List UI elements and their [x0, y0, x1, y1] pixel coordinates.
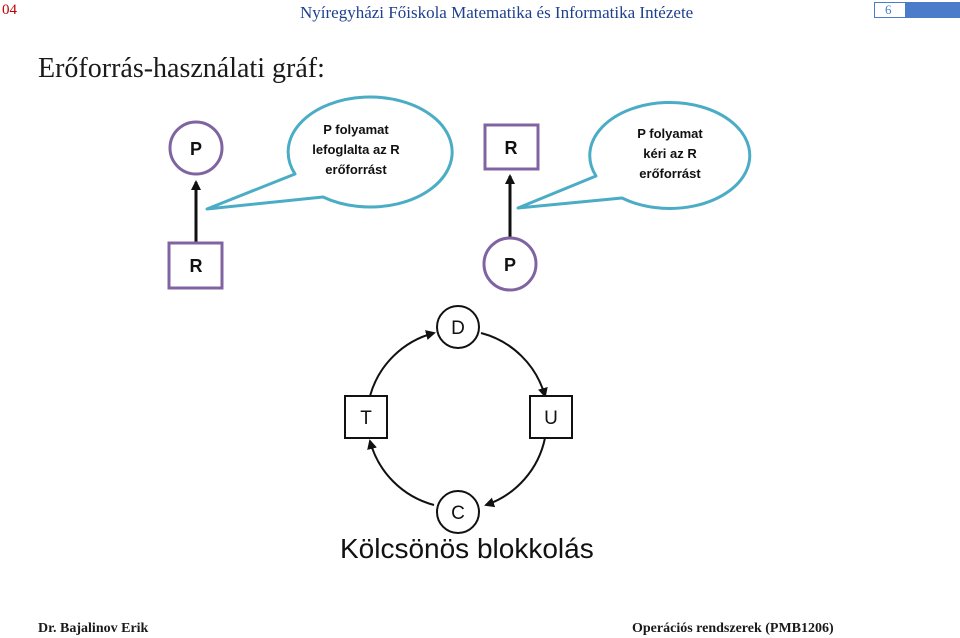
cycle-label-u: U [544, 408, 558, 429]
left-bubble-line-1: P folyamat [323, 122, 389, 137]
page-badge [874, 2, 960, 18]
left-process-node [168, 120, 224, 176]
slide-code: 04 [2, 2, 17, 18]
cycle-process-c [436, 490, 480, 534]
left-resource-label: R [190, 256, 203, 276]
page-number: 6 [885, 2, 892, 17]
right-resource-label: R [505, 138, 518, 158]
cycle-resource-t [344, 395, 388, 439]
right-bubble-line-1: P folyamat [637, 126, 703, 141]
left-bubble-line-2: lefoglalta az R [312, 142, 400, 157]
cycle-edge-c-to-t [367, 439, 435, 506]
left-resource-node [167, 241, 224, 290]
deadlock-caption: Kölcsönös blokkolás [340, 533, 594, 564]
left-bubble-line-3: erőforrást [325, 162, 387, 177]
right-process-label: P [504, 255, 516, 275]
right-process-node [482, 236, 538, 292]
cycle-resource-u [529, 395, 573, 439]
right-bubble-line-2: kéri az R [643, 146, 697, 161]
left-graph: P R P folyamat lefoglalta az R erőforrás… [167, 95, 454, 290]
deadlock-cycle: D U C T [344, 305, 573, 534]
cycle-edge-t-to-d [369, 330, 436, 397]
header-institution: Nyíregyházi Főiskola Matematika és Infor… [300, 3, 694, 22]
cycle-edge-d-to-u [480, 332, 548, 398]
cycle-label-c: C [451, 503, 465, 524]
right-resource-node [483, 123, 540, 171]
right-callout-bubble [516, 100, 752, 210]
footer-course: Operációs rendszerek (PMB1206) [632, 621, 834, 636]
cycle-edge-u-to-c [484, 437, 546, 508]
slide-heading: Erőforrás-használati gráf: [38, 53, 325, 84]
right-bubble-line-3: erőforrást [639, 166, 701, 181]
right-graph: R P P folyamat kéri az R erőforrást [482, 100, 752, 292]
left-process-label: P [190, 139, 202, 159]
left-callout-bubble [205, 95, 454, 211]
footer-author: Dr. Bajalinov Erik [38, 621, 149, 636]
cycle-process-d [436, 305, 480, 349]
cycle-label-t: T [360, 408, 372, 429]
cycle-label-d: D [451, 318, 465, 339]
